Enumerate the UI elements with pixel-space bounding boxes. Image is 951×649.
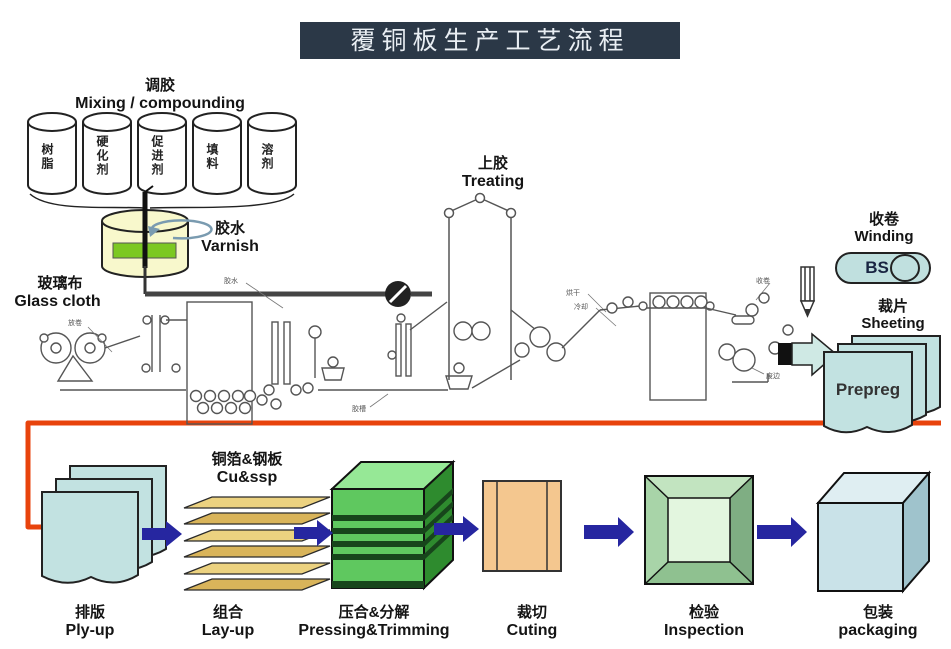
varnish-label-en: Varnish — [201, 238, 259, 255]
cutting-panel — [482, 480, 562, 572]
prepreg-text: Prepreg — [835, 380, 901, 399]
caption-plyup-cn: 排版 — [74, 604, 105, 621]
cutter-pencil-icon — [799, 266, 816, 318]
inspection-panel — [644, 475, 754, 585]
caption-cut-cn: 裁切 — [516, 604, 547, 621]
arrow-cut-inspect — [584, 517, 634, 547]
arrow-press-cut — [434, 516, 479, 542]
roll-text: BS — [865, 258, 889, 277]
stir-arrow-icon — [150, 219, 213, 240]
sheeting-arrow — [778, 332, 838, 377]
layup-header-en: Cu&ssp — [216, 469, 278, 486]
treating-label-en: Treating — [461, 173, 525, 190]
caption-layup-cn: 组合 — [212, 604, 243, 621]
caption-press-cn: 压合&分解 — [338, 604, 410, 621]
dip-tank — [186, 301, 282, 425]
guide-stand — [104, 315, 187, 373]
layup-stack — [183, 496, 331, 591]
glass-cloth-unwinder — [39, 332, 186, 391]
mixing-cylinders — [27, 112, 297, 216]
treating-tower — [443, 192, 517, 380]
machine-note-cool: 冷却 — [574, 304, 588, 311]
cylinder-resin — [27, 112, 77, 195]
takeoff-rollers — [705, 292, 794, 383]
cylinder-label-solvent: 溶剂 — [260, 143, 274, 171]
varnish-pipe — [143, 266, 432, 307]
prepreg-stack — [823, 335, 941, 434]
tension-bars — [387, 301, 448, 377]
flow-arrows — [142, 516, 807, 547]
caption-inspect-en: Inspection — [663, 622, 744, 639]
roller-frame — [263, 321, 448, 396]
caption-layup-en: Lay-up — [201, 622, 255, 639]
coating-machinery — [39, 282, 794, 425]
caption-cut-en: Cuting — [506, 622, 558, 639]
cylinder-label-resin: 树脂 — [40, 143, 54, 171]
arrow-inspect-pack — [757, 517, 807, 547]
cylinder-solvent — [247, 112, 297, 195]
mid-roller-cluster — [510, 296, 641, 362]
arrow-layup-press — [294, 520, 333, 546]
caption-pack-cn: 包装 — [862, 604, 893, 621]
cylinder-hardener — [82, 112, 132, 195]
machine-note-dry: 烘干 — [566, 290, 580, 297]
glass-cloth-label-cn: 玻璃布 — [37, 275, 83, 292]
winding-label-en: Winding — [854, 228, 914, 245]
cylinder-label-hardener: 硬化剂 — [95, 135, 109, 177]
varnish-label-cn: 胶水 — [214, 220, 245, 237]
plyup-stack — [41, 465, 167, 584]
arrow-plyup-layup — [142, 521, 182, 547]
sheeting-label-en: Sheeting — [861, 315, 925, 332]
machine-note-trim: 废边 — [766, 373, 780, 380]
machine-note-varnish: 胶水 — [224, 278, 238, 285]
glass-cloth-label-en: Glass cloth — [14, 293, 101, 310]
sheeting-label-cn: 裁片 — [877, 298, 908, 315]
varnish-bowl — [101, 185, 213, 278]
mixing-label-en: Mixing / compounding — [75, 95, 245, 112]
machine-note-rewind: 收卷 — [756, 278, 770, 285]
caption-press-en: Pressing&Trimming — [298, 622, 450, 639]
packaging-cube — [815, 470, 932, 594]
winding-roll — [835, 252, 931, 284]
caption-plyup-en: Ply-up — [65, 622, 115, 639]
page-title: 覆铜板生产工艺流程 — [300, 22, 680, 59]
machine-note-pan: 胶槽 — [352, 406, 366, 413]
machine-note-unwind: 放卷 — [68, 320, 82, 327]
winding-label-cn: 收卷 — [868, 211, 899, 228]
mixer-shaft — [142, 192, 148, 268]
layup-header-cn: 铜箔&钢板 — [211, 451, 283, 468]
cylinder-accelerator — [137, 112, 187, 195]
cylinder-label-accelerator: 促进剂 — [150, 135, 164, 177]
caption-pack-en: packaging — [838, 622, 918, 639]
treating-label-cn: 上胶 — [477, 155, 508, 172]
drying-oven — [638, 292, 715, 401]
caption-inspect-cn: 检验 — [688, 604, 719, 621]
cylinder-filler — [192, 112, 242, 195]
squeeze-rolls — [445, 321, 521, 390]
mixing-label-cn: 调胶 — [144, 77, 175, 94]
cylinder-label-filler: 填料 — [205, 143, 219, 171]
